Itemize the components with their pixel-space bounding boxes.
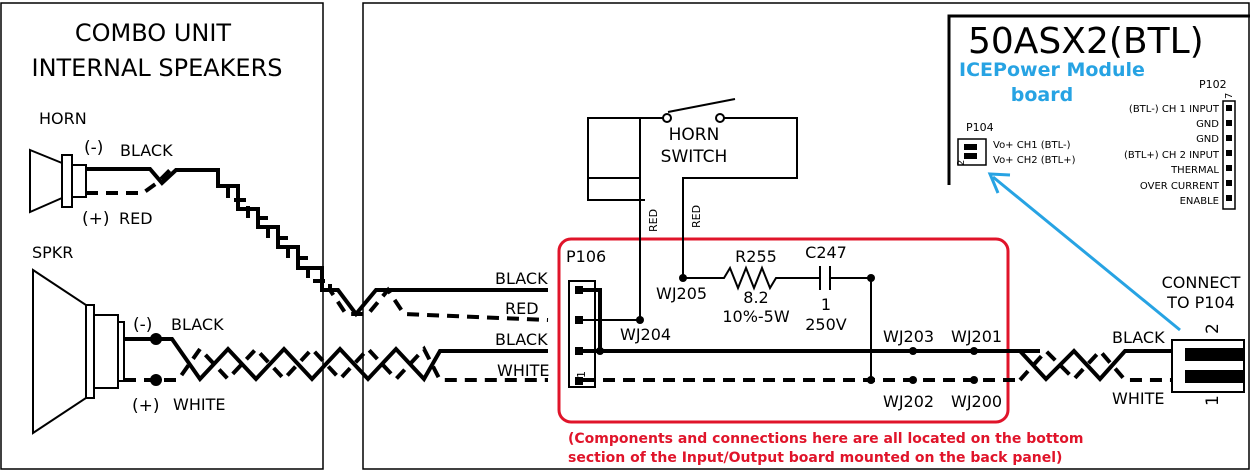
io-board-highlight-box xyxy=(557,237,1010,424)
p104-label: P104 xyxy=(966,121,994,134)
wj201-label: WJ201 xyxy=(951,327,1002,346)
connect-line2: TO P104 xyxy=(1166,293,1235,312)
horn-switch-lever xyxy=(667,98,736,113)
connect-line1: CONNECT xyxy=(1162,273,1241,292)
c247-capacitor xyxy=(819,266,875,384)
icepower-model: 50ASX2(BTL) xyxy=(968,21,1204,62)
p104-plug-icon xyxy=(1171,339,1245,393)
io-board-note-line1: (Components and connections here are all… xyxy=(568,431,1083,447)
horn-neg-wire-label: BLACK xyxy=(120,141,173,160)
horn-neg-label: (-) xyxy=(84,138,103,158)
c247-rating: 250V xyxy=(805,315,847,334)
wj204-label: WJ204 xyxy=(620,325,671,344)
blue-arrow-icon xyxy=(987,172,1181,332)
output-twist-black xyxy=(1018,348,1182,382)
spkr-pos-wire-label: WHITE xyxy=(173,395,225,414)
output-twist-white xyxy=(1018,348,1182,382)
wire-label-black-2: BLACK xyxy=(495,330,548,349)
r255-name: R255 xyxy=(735,247,777,266)
horn-switch-loop xyxy=(587,117,645,201)
spkr-label: SPKR xyxy=(32,243,73,262)
r255-value: 8.2 xyxy=(743,288,768,307)
horn-label: HORN xyxy=(39,109,87,128)
horn-switch-right-leg xyxy=(682,117,798,278)
c247-value: 1 xyxy=(821,295,831,314)
connect-black-label: BLACK xyxy=(1112,328,1165,347)
speakers-title-line2: INTERNAL SPEAKERS xyxy=(31,54,282,82)
horn-pos-wire-label: RED xyxy=(119,209,153,228)
wj205-label: WJ205 xyxy=(656,284,707,303)
horn-switch-contact-left xyxy=(662,113,672,123)
spkr-neg-label: (-) xyxy=(133,315,152,335)
horn-switch-contact-right xyxy=(715,113,725,123)
p106-black1-to-wj204 xyxy=(583,288,602,351)
p102-pin-3: GND xyxy=(1196,134,1219,145)
wj202-dot xyxy=(909,376,917,384)
spkr-speaker-icon xyxy=(32,268,125,435)
wj203-label: WJ203 xyxy=(883,327,934,346)
icepower-module-line1: ICEPower Module xyxy=(959,59,1145,81)
wire-label-black-1: BLACK xyxy=(495,269,548,288)
r255-rating: 10%-5W xyxy=(722,307,790,326)
wj201-dot xyxy=(970,347,978,355)
p102-pin-2: GND xyxy=(1196,119,1219,130)
spkr-wire-black xyxy=(124,333,548,383)
spkr-neg-wire-label: BLACK xyxy=(171,315,224,334)
p102-pin-7: ENABLE xyxy=(1180,196,1219,207)
p106-pins xyxy=(575,286,583,385)
horn-switch-red-wire-1: RED xyxy=(647,209,660,232)
horn-wire-black xyxy=(86,167,548,318)
wj203-dot xyxy=(909,347,917,355)
horn-speaker-icon xyxy=(29,148,87,214)
horn-switch-red-wire-2: RED xyxy=(690,205,703,228)
connect-pin2: 2 xyxy=(1203,323,1223,334)
p102-pin-5: THERMAL xyxy=(1170,165,1219,176)
p104-pin-2: Vo+ CH2 (BTL+) xyxy=(993,155,1076,166)
p106-pin1-label: 1 xyxy=(575,371,588,378)
p102-pins xyxy=(1226,105,1232,201)
p102-pin-6: OVER CURRENT xyxy=(1140,181,1220,192)
icepower-module-line2: board xyxy=(1011,84,1073,106)
p102-pin7-label: 7 xyxy=(1224,93,1235,99)
speakers-title-line1: COMBO UNIT xyxy=(75,19,232,47)
spkr-wire-white xyxy=(124,345,548,386)
horn-switch-label-line1: HORN xyxy=(669,125,720,145)
horn-pos-label: (+) xyxy=(82,209,110,229)
p106-connector xyxy=(568,280,596,388)
wj200-label: WJ200 xyxy=(951,392,1002,411)
connect-white-label: WHITE xyxy=(1112,389,1164,408)
connect-pin1: 1 xyxy=(1203,395,1223,406)
wj202-label: WJ202 xyxy=(883,392,934,411)
io-board-frame xyxy=(362,2,1250,470)
wire-label-white: WHITE xyxy=(497,361,549,380)
wire-label-red: RED xyxy=(505,299,539,318)
p106-label: P106 xyxy=(566,247,606,266)
p104-pin2-label: 2 xyxy=(956,160,967,166)
c247-name: C247 xyxy=(805,243,847,262)
io-board-note-line2: section of the Input/Output board mounte… xyxy=(568,450,1062,466)
wj200-dot xyxy=(970,376,978,384)
icepower-module-frame xyxy=(947,14,1250,185)
r255-resistor xyxy=(683,265,820,291)
horn-switch-label-line2: SWITCH xyxy=(661,147,728,167)
horn-wire-red xyxy=(86,168,549,322)
p102-pin-1: (BTL-) CH 1 INPUT xyxy=(1129,104,1220,115)
p104-pin-1: Vo+ CH1 (BTL-) xyxy=(993,140,1071,151)
spkr-pos-label: (+) xyxy=(132,396,160,416)
p102-label: P102 xyxy=(1199,78,1227,91)
p102-pin-4: (BTL+) CH 2 INPUT xyxy=(1124,150,1220,161)
horn-switch-left-drop xyxy=(587,118,641,320)
speakers-panel-frame xyxy=(0,2,324,470)
p104-header xyxy=(957,138,987,166)
